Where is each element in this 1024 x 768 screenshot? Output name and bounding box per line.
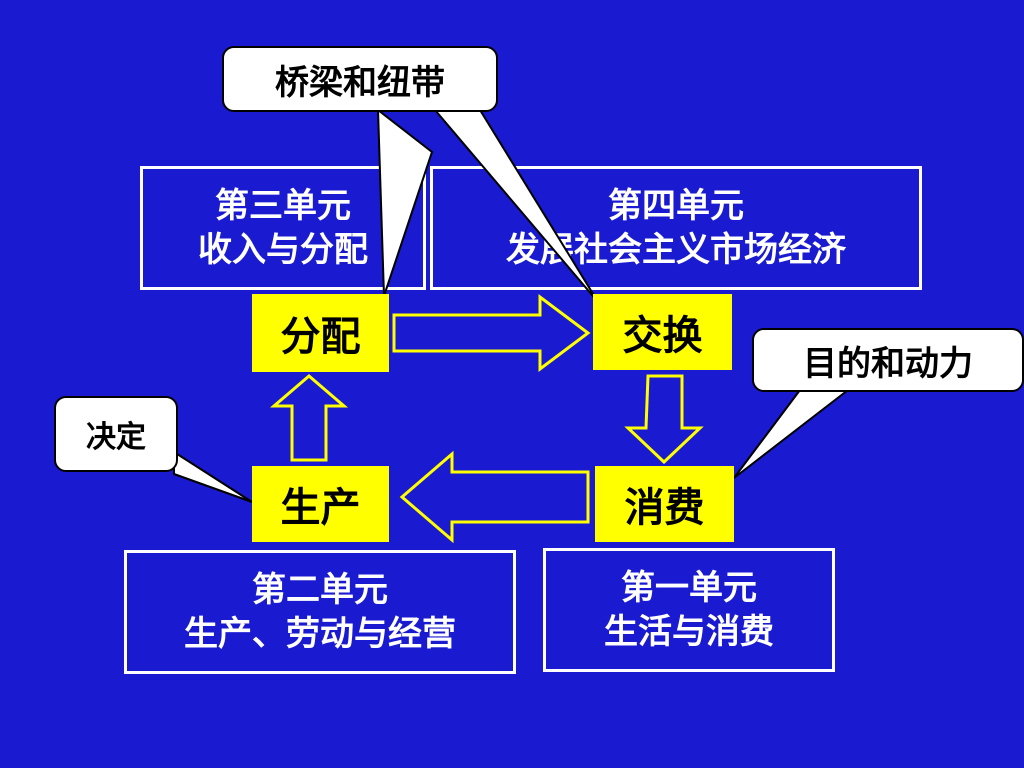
callout-bridge-text: 桥梁和纽带 — [275, 62, 445, 103]
stage-consumption-label: 消费 — [624, 485, 705, 531]
unit4-box: 第四单元 发展社会主义市场经济 — [428, 164, 924, 292]
arrow-distribution-to-exchange — [392, 294, 591, 372]
callout-purpose-tail — [733, 389, 851, 479]
arrow-exchange-to-consumption — [624, 374, 704, 465]
unit3-box: 第三单元 收入与分配 — [138, 164, 428, 292]
unit1-box: 第一单元 生活与消费 — [541, 546, 837, 674]
unit3-subtitle: 收入与分配 — [198, 230, 368, 270]
callout-bridge: 桥梁和纽带 — [222, 46, 498, 112]
stage-exchange: 交换 — [593, 294, 732, 370]
unit2-box: 第二单元 生产、劳动与经营 — [122, 548, 518, 676]
callout-decide-text: 决定 — [86, 420, 146, 455]
stage-distribution-label: 分配 — [280, 314, 361, 360]
stage-exchange-label: 交换 — [622, 313, 703, 359]
callout-bridge-tail-left — [376, 107, 434, 297]
unit3-title: 第三单元 — [215, 186, 351, 226]
unit2-title: 第二单元 — [252, 570, 388, 610]
callout-decide-tail — [173, 450, 253, 503]
stage-consumption: 消费 — [595, 466, 734, 542]
arrow-consumption-to-production — [399, 450, 590, 544]
unit4-title: 第四单元 — [608, 186, 744, 226]
callout-bridge-tail-right — [432, 109, 599, 303]
unit1-subtitle: 生活与消费 — [604, 612, 774, 652]
stage-production: 生产 — [252, 466, 389, 542]
unit1-title: 第一单元 — [621, 568, 757, 608]
callout-purpose: 目的和动力 — [752, 328, 1024, 392]
callout-purpose-text: 目的和动力 — [803, 343, 973, 384]
unit2-subtitle: 生产、劳动与经营 — [184, 614, 456, 654]
stage-distribution: 分配 — [252, 294, 389, 372]
arrow-production-to-distribution — [269, 374, 349, 462]
callout-decide: 决定 — [54, 396, 178, 472]
stage-production-label: 生产 — [280, 485, 361, 531]
